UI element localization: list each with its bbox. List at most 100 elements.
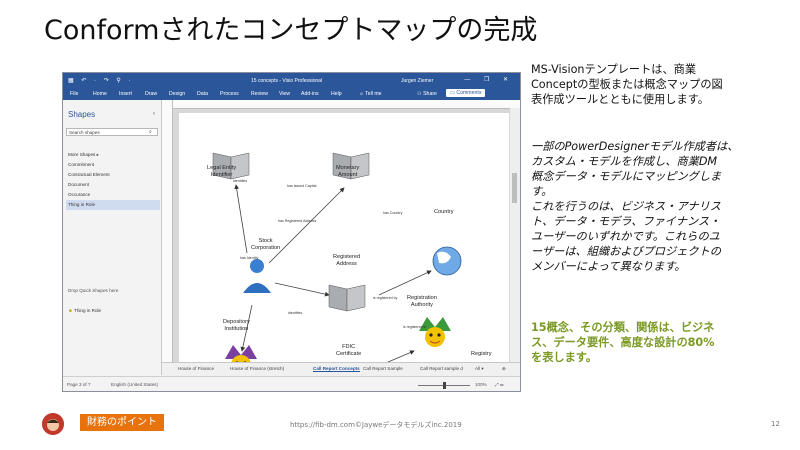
stencil-more-shapes[interactable]: More Shapes ▸ (68, 152, 99, 157)
description-paragraph-3: 15概念、その分類、関係は、ビジネ ス、データ要件、高度な設計の80% を表しま… (531, 321, 715, 364)
node-fdic-certificate[interactable]: FDIC Certificate (336, 344, 361, 358)
search-shapes-input[interactable]: Search shapes (66, 128, 158, 136)
tab-call-report-sample[interactable]: Call Report Sample (363, 366, 403, 371)
concept-map-connectors (212, 152, 462, 363)
tab-call-report-sample-d[interactable]: Call Report sample d (420, 366, 463, 371)
quick-access-toolbar[interactable]: ▦ ↶ · ↷ ⚲ · (68, 78, 134, 84)
search-icon[interactable]: ⌕ (149, 129, 152, 135)
tab-all-pages[interactable]: All ▾ (475, 366, 484, 371)
vertical-ruler (162, 100, 173, 362)
share-label: Share (423, 91, 437, 97)
status-language[interactable]: English (United States) (111, 382, 158, 387)
menu-design[interactable]: Design (169, 91, 186, 97)
book-icon-monetary-amount (332, 152, 370, 180)
collapse-pane-icon[interactable]: ‹ (153, 111, 155, 117)
add-page-icon[interactable]: ⊕ (502, 366, 506, 371)
node-country[interactable]: Country (434, 209, 454, 216)
avatar-face-icon (42, 413, 64, 435)
menu-tell-me[interactable]: ☼ Tell me (359, 91, 382, 97)
drawing-page[interactable] (179, 113, 509, 363)
book-icon-registered-address (328, 284, 366, 312)
edge-label-has-issued-capital: has issued Capital (287, 184, 317, 188)
menu-file[interactable]: File (70, 91, 79, 97)
lightbulb-icon: ☼ (359, 91, 366, 97)
mask-icon-depository-institution (225, 345, 257, 363)
edge-line-has-country (378, 270, 432, 296)
ribbon-tabs: File Home Insert Draw Design Data Proces… (63, 88, 520, 100)
globe-icon-country (432, 246, 462, 276)
edge-line-is-registered-by (384, 350, 415, 363)
edge-label-identifies: identifies (233, 179, 248, 183)
horizontal-ruler (172, 100, 520, 109)
share-button[interactable]: ⚇ Share (417, 91, 437, 97)
menu-help[interactable]: Help (331, 91, 342, 97)
stencil-occurance[interactable]: Occurance (68, 192, 91, 197)
menu-data[interactable]: Data (197, 91, 208, 97)
edge-label-has-country: has Country (383, 211, 403, 215)
node-label-country: Country (434, 209, 454, 215)
document-title: 15 concepts - Visio Professional (251, 78, 323, 84)
node-label-registration-authority: Registration Authority (407, 295, 437, 308)
description-paragraph-2: 一部のPowerDesignerモデル作成者は、 カスタム・モデルを作成し、商業… (531, 140, 739, 273)
node-label-monetary-amount: Monetary Amount (336, 165, 360, 178)
fit-page-icon[interactable]: ⤢ ▭ (495, 382, 504, 387)
stencil-document[interactable]: Document (68, 182, 89, 187)
menu-review[interactable]: Review (251, 91, 269, 97)
node-registry[interactable]: Registry (471, 351, 492, 358)
menu-process[interactable]: Process (220, 91, 239, 97)
node-label-registered-address: Registered Address (333, 254, 361, 267)
zoom-slider-thumb[interactable] (443, 382, 446, 389)
node-legal-entity-identifier[interactable]: Legal Entity Identifier (207, 165, 236, 179)
comments-button[interactable]: ▭ Comments (446, 89, 486, 97)
node-stock-corporation[interactable]: Stock Corporation (251, 238, 280, 252)
finance-point-badge[interactable]: 財務のポイント (80, 414, 164, 431)
quick-shape-thing-in-role[interactable]: ☻ Thing in Role (68, 308, 101, 313)
node-label-registry: Registry (471, 351, 492, 357)
user-name[interactable]: Jurgen Ziemer (401, 78, 434, 84)
tab-call-report-concepts[interactable]: Call Report Concepts (313, 366, 360, 372)
node-label-depository-institution: Depository Institution (223, 319, 250, 332)
stencil-contractual-element[interactable]: Contractual Element (68, 172, 110, 177)
tell-me-label: Tell me (365, 91, 382, 97)
shapes-pane: Shapes ‹ Search shapes ⌕ More Shapes ▸ C… (63, 100, 162, 375)
shapes-pane-title: Shapes (68, 110, 96, 119)
vertical-scrollbar[interactable] (510, 108, 520, 362)
zoom-level[interactable]: 100% (475, 382, 487, 387)
node-registered-address[interactable]: Registered Address (333, 254, 360, 268)
node-registration-authority[interactable]: Registration Authority (407, 295, 437, 309)
person-icon: ⚇ (417, 91, 424, 97)
window-controls[interactable]: — ❐ ✕ (464, 77, 514, 83)
node-label-legal-entity: Legal Entity Identifier (207, 165, 237, 178)
page-tabs: House of Finance House of Finance (stret… (162, 362, 520, 376)
edge-line-has-identity (240, 304, 253, 352)
stencil-thing-in-role[interactable]: Thing in Role (66, 200, 160, 210)
avatar (42, 413, 64, 435)
tab-house-of-finance[interactable]: House of Finance (178, 366, 215, 371)
tab-house-of-finance-stretch[interactable]: House of Finance (stretch) (230, 366, 285, 371)
description-paragraph-1: MS-Visionテンプレートは、商業 Conceptの型板または概念マップの図… (531, 63, 723, 106)
menu-draw[interactable]: Draw (145, 91, 158, 97)
edge-label-has-identity: has Identity (240, 256, 259, 260)
slide-title: Conformされたコンセプトマップの完成 (44, 15, 538, 46)
edge-label-is-registered-in: is registered in (403, 325, 427, 329)
menu-insert[interactable]: Insert (119, 91, 132, 97)
node-depository-institution[interactable]: Depository Institution (223, 319, 250, 333)
scrollbar-thumb[interactable] (512, 173, 517, 203)
stencil-commitment[interactable]: Commitment (68, 162, 95, 167)
edge-line-has-issued-capital (268, 187, 345, 264)
visio-title-bar: ▦ ↶ · ↷ ⚲ · 15 concepts - Visio Professi… (63, 73, 520, 88)
menu-view[interactable]: View (279, 91, 291, 97)
edge-label-has-registered-address: has Registered Address (278, 219, 317, 223)
menu-add-ins[interactable]: Add-ins (301, 91, 319, 97)
footer-copyright-url[interactable]: https://fib-dm.com©Jayweデータモデルズinc.2019 (290, 421, 462, 429)
status-page[interactable]: Page 3 of 7 (67, 382, 91, 387)
node-label-stock-corporation: Stock Corporation (251, 238, 281, 251)
mask-icon-registration-authority (419, 317, 451, 347)
comments-label: Comments (456, 90, 482, 96)
edge-label-identifies-fdic: identifies (288, 311, 303, 315)
menu-home[interactable]: Home (93, 91, 107, 97)
comment-icon: ▭ (450, 90, 457, 96)
node-monetary-amount[interactable]: Monetary Amount (336, 165, 359, 179)
quick-shape-label: Thing in Role (74, 308, 102, 313)
status-bar: Page 3 of 7 English (United States) 100%… (63, 376, 520, 391)
